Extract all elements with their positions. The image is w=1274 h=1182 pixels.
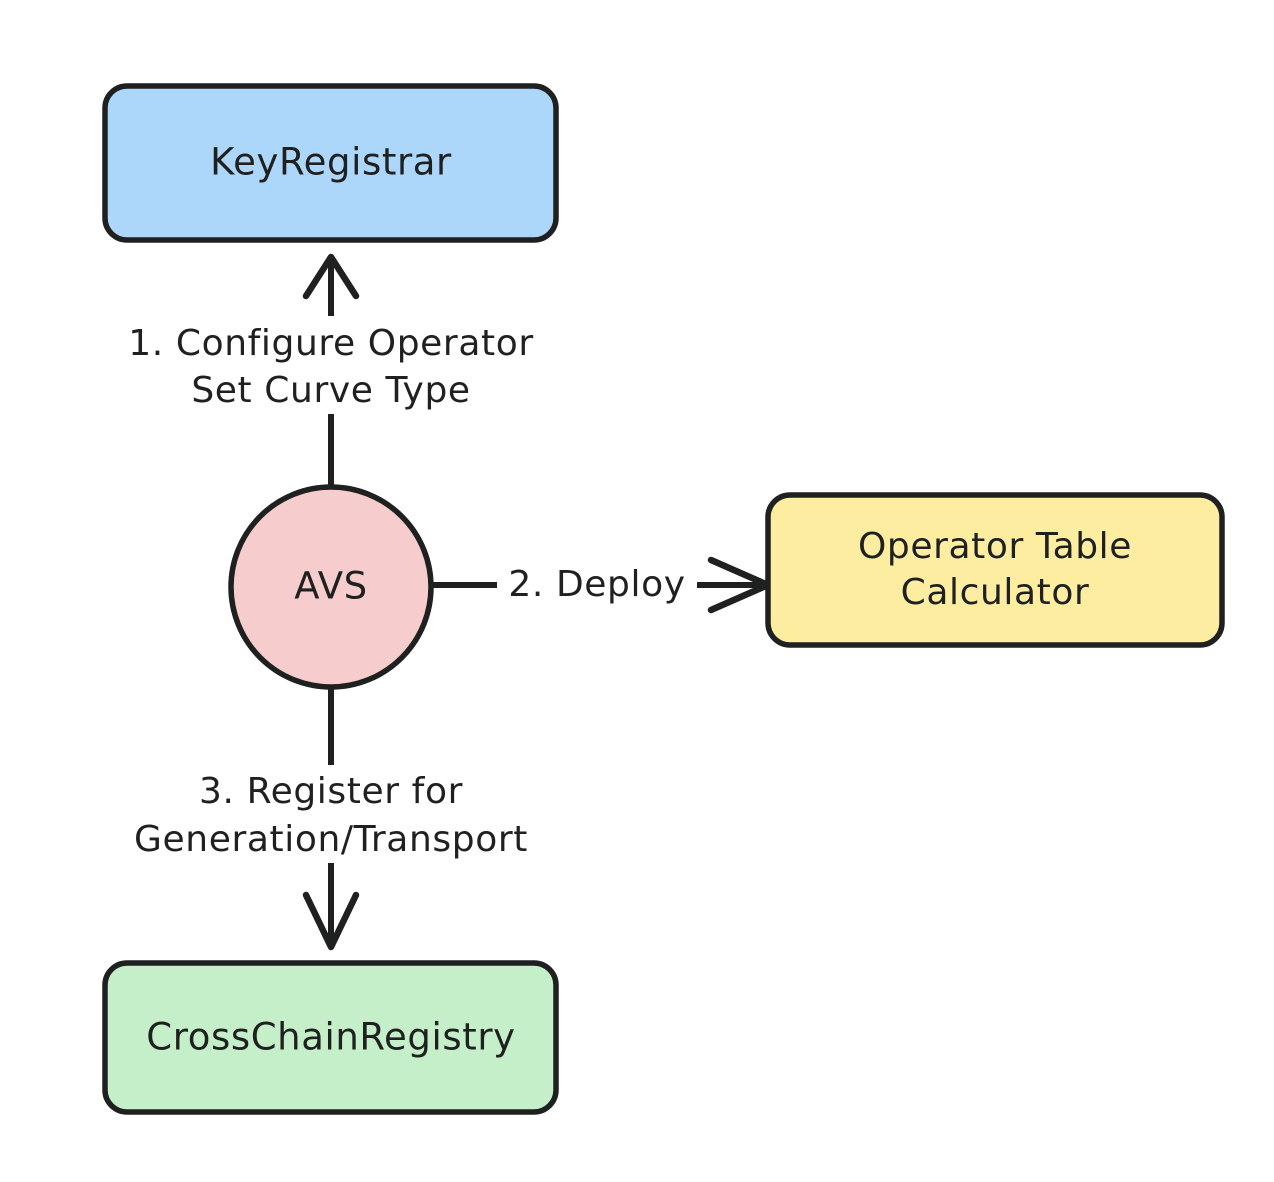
edge-label-backdrop	[497, 555, 697, 617]
edge-avs-to-keyregistrar: 1. Configure Operator Set Curve Type	[108, 253, 556, 487]
edge-label-1-line2: Set Curve Type	[191, 370, 470, 411]
node-keyregistrar-label: KeyRegistrar	[210, 141, 452, 184]
node-operator-table-calculator-label-line1: Operator Table	[858, 526, 1132, 567]
edge-label-1-line1: 1. Configure Operator	[128, 323, 533, 364]
node-avs-shape[interactable]	[228, 484, 434, 690]
edge-label-2-line1: 2. Deploy	[508, 564, 685, 605]
node-crosschainregistry-label: CrossChainRegistry	[146, 1016, 515, 1059]
node-crosschainregistry[interactable]: CrossChainRegistry	[102, 960, 559, 1115]
node-operator-table-calculator-label-line2: Calculator	[901, 572, 1090, 613]
edge-label-3-line1: 3. Register for	[199, 771, 463, 812]
node-avs-label: AVS	[294, 565, 368, 608]
arrowhead-down-icon	[302, 891, 360, 951]
node-keyregistrar[interactable]: KeyRegistrar	[102, 83, 559, 243]
edge-label-3-line2: Generation/Transport	[134, 819, 528, 860]
node-operator-table-calculator[interactable]: Operator Table Calculator	[765, 492, 1225, 648]
edge-avs-to-crosschainregistry: 3. Register for Generation/Transport	[100, 687, 570, 951]
edge-label-backdrop	[100, 765, 570, 863]
node-operator-table-calculator-shape[interactable]	[765, 492, 1225, 648]
node-crosschainregistry-shape[interactable]	[102, 960, 559, 1115]
arrowhead-up-icon	[302, 253, 360, 300]
node-keyregistrar-shape[interactable]	[102, 83, 559, 243]
node-avs[interactable]: AVS	[228, 484, 434, 690]
edge-avs-to-operator-table-calculator: 2. Deploy	[431, 555, 772, 617]
edge-label-backdrop	[108, 316, 556, 414]
